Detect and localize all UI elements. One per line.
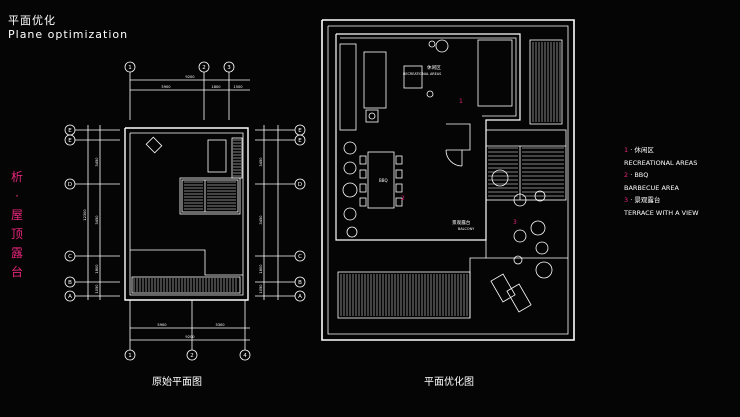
axis-label: 3 xyxy=(227,65,231,71)
dimension: 1800 xyxy=(211,85,221,89)
caption-original-plan: 原始平面图 xyxy=(152,377,202,388)
page-title-en: Plane optimization xyxy=(8,28,129,41)
legend-item: 3 · 景观露台 xyxy=(624,196,661,205)
dimension: 5900 xyxy=(161,85,171,89)
legend-item: 2 · BBQ xyxy=(624,171,649,180)
legend-item-en: RECREATIONAL AREAS xyxy=(624,158,698,167)
dimension: 12300 xyxy=(83,209,87,221)
dimension: 5900 xyxy=(157,323,167,327)
label-balcony-en: BALCONY xyxy=(458,227,475,231)
label-recreational-en: RECREATIONAL AREAS xyxy=(403,72,441,76)
side-label-char: 台 xyxy=(10,265,23,279)
legend-item: 1 · 休闲区 xyxy=(624,146,654,154)
axis-label: 4 xyxy=(243,353,247,359)
dimension: 3450 xyxy=(259,215,263,225)
axis-label: D xyxy=(68,182,72,188)
dimension: 9200 xyxy=(185,75,195,79)
dimension: 3300 xyxy=(215,323,225,327)
side-label-char: · xyxy=(15,189,19,203)
axis-label: 2 xyxy=(202,65,206,71)
axis-label: B xyxy=(298,280,302,286)
legend-item-en: TERRACE WITH A VIEW xyxy=(624,208,699,217)
optimized-plan xyxy=(321,19,575,341)
dimension: 1500 xyxy=(233,85,243,89)
axis-label: C xyxy=(298,254,302,260)
dimension: 9200 xyxy=(185,335,195,339)
side-label-char: 露 xyxy=(10,246,23,260)
caption-optimized-plan: 平面优化图 xyxy=(424,377,474,388)
original-plan xyxy=(64,61,306,361)
side-label: 析 · 屋 顶 露 台 xyxy=(8,168,26,282)
label-balcony-cn: 景观露台 xyxy=(452,219,471,226)
axis-label: A xyxy=(298,294,302,300)
axis-label: 2 xyxy=(190,353,194,359)
marker-1: 1 xyxy=(459,98,463,105)
axis-label: E xyxy=(68,128,72,134)
marker-3: 3 xyxy=(513,219,517,226)
marker-2: 2 xyxy=(401,195,405,202)
dimension: 3450 xyxy=(95,215,99,225)
dimension: 1800 xyxy=(95,264,99,274)
side-label-char: 析 xyxy=(10,170,23,184)
label-recreational-cn: 休闲区 xyxy=(427,64,441,71)
axis-label: 1 xyxy=(128,65,132,71)
dimension: 3450 xyxy=(95,157,99,167)
axis-label: B xyxy=(68,280,72,286)
dimension: 1050 xyxy=(95,284,99,294)
axis-label: A xyxy=(68,294,72,300)
side-label-char: 顶 xyxy=(10,227,23,241)
axis-label: C xyxy=(68,254,72,260)
axis-label: 1 xyxy=(128,353,132,359)
axis-label: E xyxy=(298,138,302,144)
dimension: 1050 xyxy=(259,284,263,294)
page-title-cn: 平面优化 xyxy=(8,14,56,27)
axis-label: E xyxy=(298,128,302,134)
dimension: 1800 xyxy=(259,264,263,274)
axis-label: D xyxy=(298,182,302,188)
dimension: 3450 xyxy=(259,157,263,167)
legend: 1 · 休闲区 RECREATIONAL AREAS 2 · BBQ BARBE… xyxy=(624,144,699,220)
legend-item-en: BARBECUE AREA xyxy=(624,183,679,192)
side-label-char: 屋 xyxy=(10,208,23,222)
label-bbq: BBQ xyxy=(379,178,388,183)
axis-label: E xyxy=(68,138,72,144)
